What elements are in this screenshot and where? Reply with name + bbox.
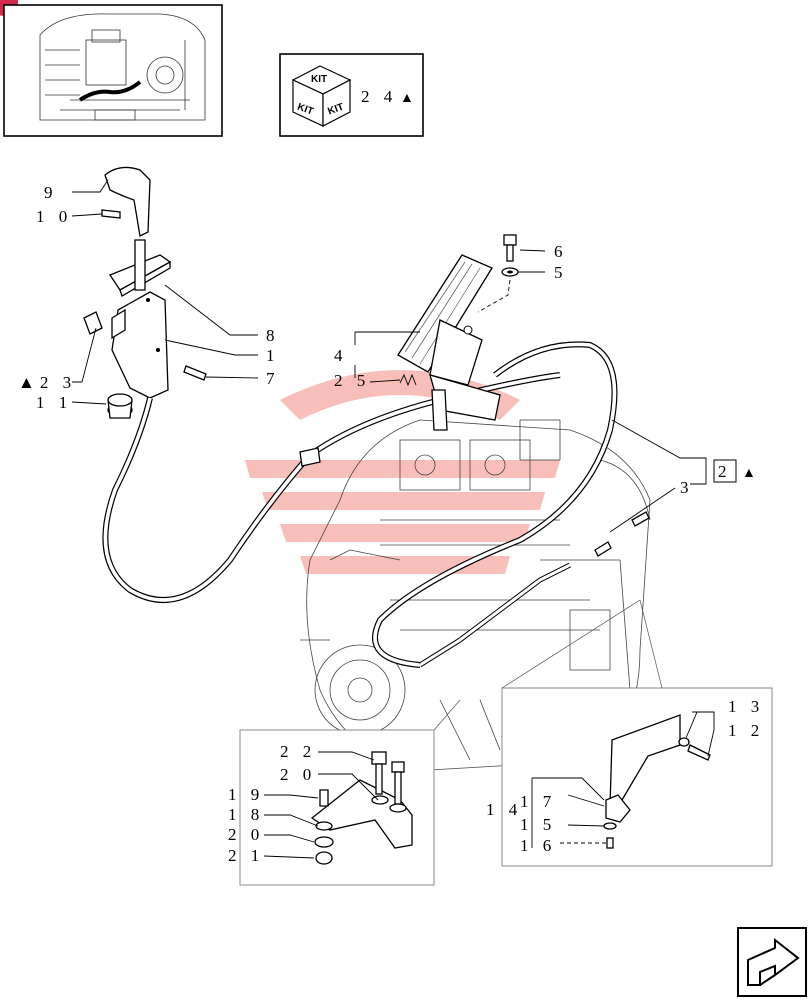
callout-15: 1 5 <box>520 815 556 834</box>
callout-12: 1 2 <box>728 721 764 740</box>
throttle-knob[interactable] <box>104 166 151 237</box>
callout-18: 1 8 <box>228 805 264 824</box>
washer-5[interactable] <box>501 267 519 277</box>
callout-16: 1 6 <box>520 836 556 855</box>
callout-1: 1 <box>266 346 280 365</box>
callout-22: 2 2 <box>280 742 316 761</box>
bolt-6[interactable] <box>503 234 517 262</box>
callout-19: 1 9 <box>228 785 264 804</box>
callout-2: 2 <box>718 462 727 481</box>
hardware-detail-panel[interactable] <box>239 699 461 886</box>
callout-3: 3 <box>680 478 694 497</box>
callout-20a: 2 0 <box>280 765 316 784</box>
kit-symbol: ▲ <box>400 91 414 106</box>
callout-25: 2 5 <box>334 371 370 390</box>
bushing-23[interactable] <box>83 311 103 335</box>
callout-10: 1 0 <box>36 207 72 226</box>
callout-20b: 2 0 <box>228 825 264 844</box>
accelerator-pedal[interactable] <box>397 254 501 431</box>
callout-4: 4 <box>334 346 348 365</box>
kit-label-right: KIT <box>326 102 345 118</box>
callout-11: 1 1 <box>36 393 72 412</box>
callout-7: 7 <box>266 369 280 388</box>
knob-screw[interactable] <box>101 209 121 219</box>
callout-labels: 9 1 0 8 1 7 ▲2 3 1 1 6 5 4 2 5 2 ▲ 3 1 3… <box>18 183 764 865</box>
callout-14: 1 4 <box>486 800 522 819</box>
kit-cube-icon: KIT KIT KIT <box>291 65 352 127</box>
callout-9: 9 <box>44 183 58 202</box>
callout-6: 6 <box>554 242 568 261</box>
lever-plate[interactable] <box>109 239 172 297</box>
grommet-11[interactable] <box>107 393 133 419</box>
kit-label-top: KIT <box>311 74 327 85</box>
callout-13: 1 3 <box>728 697 764 716</box>
next-page-arrow-icon[interactable] <box>737 927 807 997</box>
kit-box[interactable]: KIT KIT KIT 2 4 ▲ <box>279 53 424 137</box>
bracket-detail-panel[interactable] <box>501 599 773 867</box>
screw-7[interactable] <box>183 365 207 381</box>
callout-5: 5 <box>554 263 568 282</box>
lever-bracket[interactable] <box>111 291 169 399</box>
callout-2-symbol: ▲ <box>742 466 756 481</box>
callout-21: 2 1 <box>228 846 264 865</box>
callout-8: 8 <box>266 326 280 345</box>
kit-reference: 2 4 <box>361 87 397 106</box>
pedal-spring-25[interactable] <box>399 373 417 387</box>
callout-17: 1 7 <box>520 792 556 811</box>
thumbnail-overview[interactable] <box>3 4 223 137</box>
callout-23: ▲2 3 <box>18 373 76 392</box>
kit-label-left: KIT <box>296 102 315 118</box>
